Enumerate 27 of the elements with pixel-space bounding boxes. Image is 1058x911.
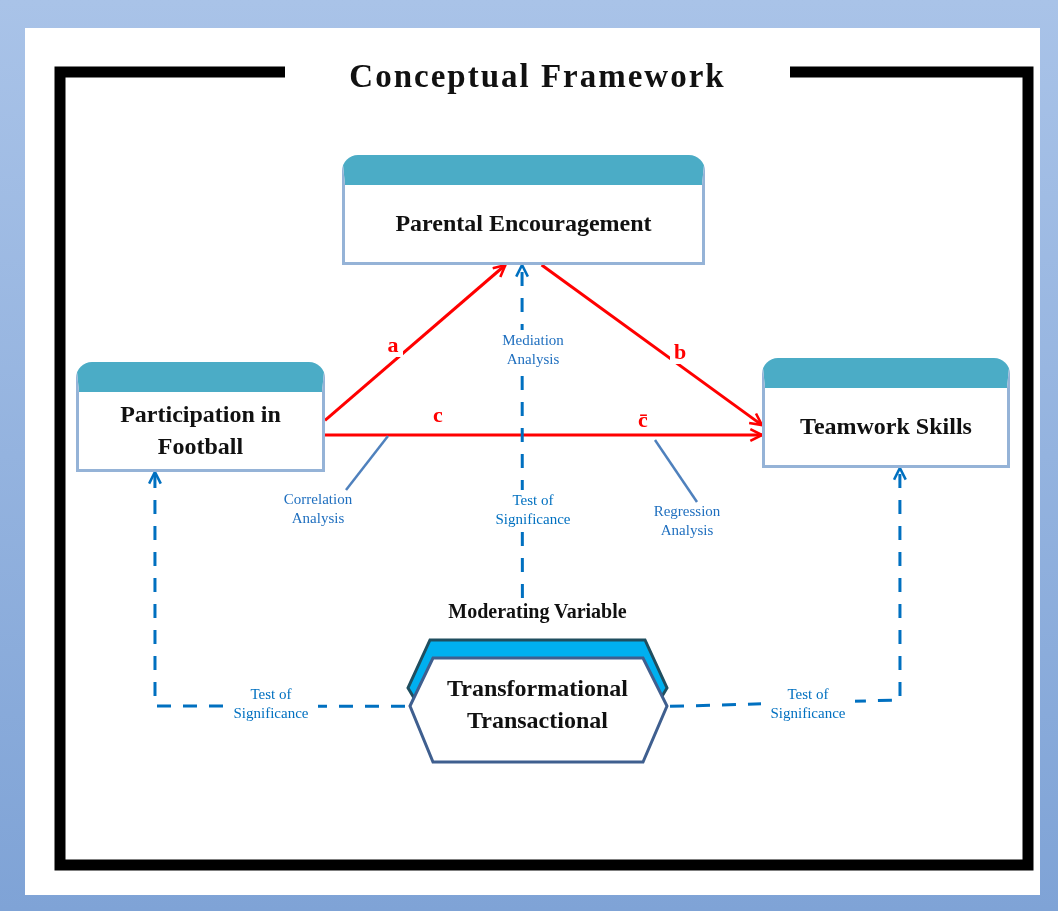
dashed-arrow	[669, 466, 907, 708]
node-label: Participation in Football	[119, 400, 282, 461]
node-label: Transformational Transactional	[446, 674, 629, 736]
annotation-text: Mediation Analysis	[501, 331, 565, 369]
variable-box	[76, 362, 325, 472]
edge-label: Test of Significance	[232, 685, 310, 723]
node-label: Teamwork Skills	[799, 411, 973, 441]
diagram-title: Conceptual Framework	[348, 58, 727, 95]
edge-label: Test of Significance	[769, 685, 847, 723]
edge-label: b	[673, 341, 688, 363]
annotation-text: Regression Analysis	[652, 502, 722, 540]
dashed-arrow	[514, 263, 530, 598]
arrow	[540, 263, 764, 427]
leader-line	[345, 435, 389, 491]
arrow	[325, 427, 764, 443]
path-label: c̄	[637, 409, 649, 431]
node-label: Parental Encouragement	[394, 208, 653, 238]
node-heading: Moderating Variable	[447, 599, 628, 624]
arrow	[324, 263, 507, 422]
dashed-arrow	[147, 470, 405, 708]
edge-label: a	[386, 334, 400, 356]
edge-label: Test of Significance	[494, 491, 572, 529]
leader-line	[653, 439, 699, 503]
variable-box	[762, 358, 1010, 468]
annotation-text: Correlation Analysis	[282, 490, 354, 528]
edge-label: c	[432, 404, 444, 426]
variable-box	[342, 155, 705, 265]
